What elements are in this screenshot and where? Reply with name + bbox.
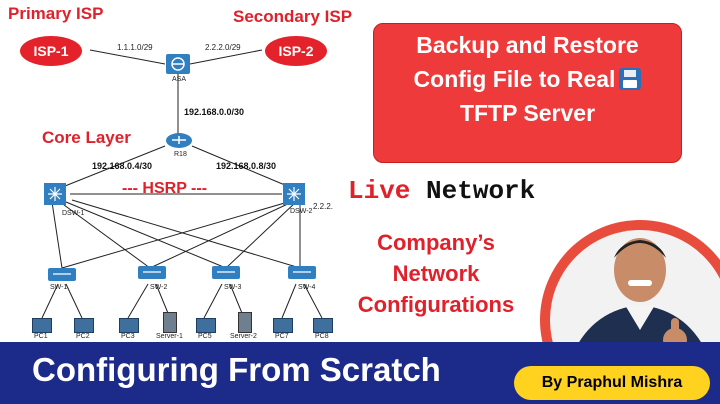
- pc-icon: [74, 318, 94, 333]
- core-layer-label: Core Layer: [42, 128, 131, 147]
- asa-label: ASA: [172, 76, 187, 83]
- primary-isp-label: Primary ISP: [8, 4, 104, 23]
- isp-2-cloud: ISP-2: [265, 36, 327, 66]
- hsrp-label: --- HSRP ---: [122, 180, 208, 197]
- isp1-network-label: 1.1.1.0/29: [117, 43, 153, 52]
- secondary-isp-label: Secondary ISP: [233, 7, 353, 26]
- title-line-3: TFTP Server: [459, 100, 596, 126]
- live-word: Live: [348, 176, 411, 206]
- dsw2-ip-label: 2.2.2.: [313, 202, 334, 211]
- sw4-label: SW-4: [298, 284, 316, 291]
- firewall-icon: [166, 54, 190, 74]
- multilayer-switch-icon: [44, 183, 66, 205]
- switch-icon: [48, 268, 76, 281]
- isp-1-cloud: ISP-1: [20, 36, 82, 66]
- pc-icon: [32, 318, 52, 333]
- pc2-label: PC2: [76, 333, 90, 340]
- dsw1-label: DSW-1: [62, 210, 85, 217]
- title-line-2-text: Config File to Real: [413, 66, 616, 92]
- title-box: Backup and Restore Config File to Real T…: [373, 23, 682, 163]
- pc7-label: PC7: [275, 333, 289, 340]
- isp-2-label: ISP-2: [278, 43, 314, 59]
- isp-1-label: ISP-1: [33, 43, 69, 59]
- server2-label: Server-2: [230, 333, 257, 340]
- pc8-label: PC8: [315, 333, 329, 340]
- network-word: Network: [426, 176, 536, 206]
- switch-icon: [212, 266, 240, 279]
- switch-icon: [288, 266, 316, 279]
- server-icon: [238, 312, 252, 333]
- server-icon: [163, 312, 177, 333]
- sw2-label: SW-2: [150, 284, 168, 291]
- presenter-photo: [530, 200, 720, 360]
- server1-label: Server-1: [156, 333, 183, 340]
- title-line-1: Backup and Restore: [416, 32, 639, 58]
- multilayer-switch-icon: [283, 183, 305, 205]
- sw1-label: SW-1: [50, 284, 68, 291]
- pc3-label: PC3: [121, 333, 135, 340]
- sw3-label: SW-3: [224, 284, 242, 291]
- r18-dsw2-network-label: 192.168.0.8/30: [216, 161, 277, 171]
- author-badge: By Praphul Mishra: [514, 366, 710, 400]
- r18-dsw1-network-label: 192.168.0.4/30: [92, 161, 153, 171]
- live-network-heading: Live Network: [348, 176, 535, 206]
- asa-r18-network-label: 192.168.0.0/30: [184, 107, 245, 117]
- title-line-2: Config File to Real: [374, 62, 681, 96]
- pc-icon: [313, 318, 333, 333]
- network-diagram: Primary ISP Secondary ISP ISP-1 ISP-2 1.…: [0, 0, 352, 342]
- bottom-title: Configuring From Scratch: [32, 351, 441, 388]
- dsw2-label: DSW-2: [290, 208, 313, 215]
- router-icon: [166, 133, 192, 148]
- floppy-disk-icon: [619, 68, 642, 90]
- company-line-3: Configurations: [357, 292, 515, 317]
- topology-links: [41, 49, 323, 319]
- company-line-1: Company’s: [377, 230, 495, 255]
- router-label: R18: [174, 151, 187, 158]
- pc-icon: [273, 318, 293, 333]
- switch-icon: [138, 266, 166, 279]
- pc-icon: [196, 318, 216, 333]
- pc5-label: PC5: [198, 333, 212, 340]
- pc-icon: [119, 318, 139, 333]
- company-line-2: Network: [392, 261, 480, 286]
- company-network-text: Company’s Network Configurations: [356, 227, 516, 320]
- isp2-network-label: 2.2.2.0/29: [205, 43, 241, 52]
- pc1-label: PC1: [34, 333, 48, 340]
- author-name: By Praphul Mishra: [541, 374, 683, 391]
